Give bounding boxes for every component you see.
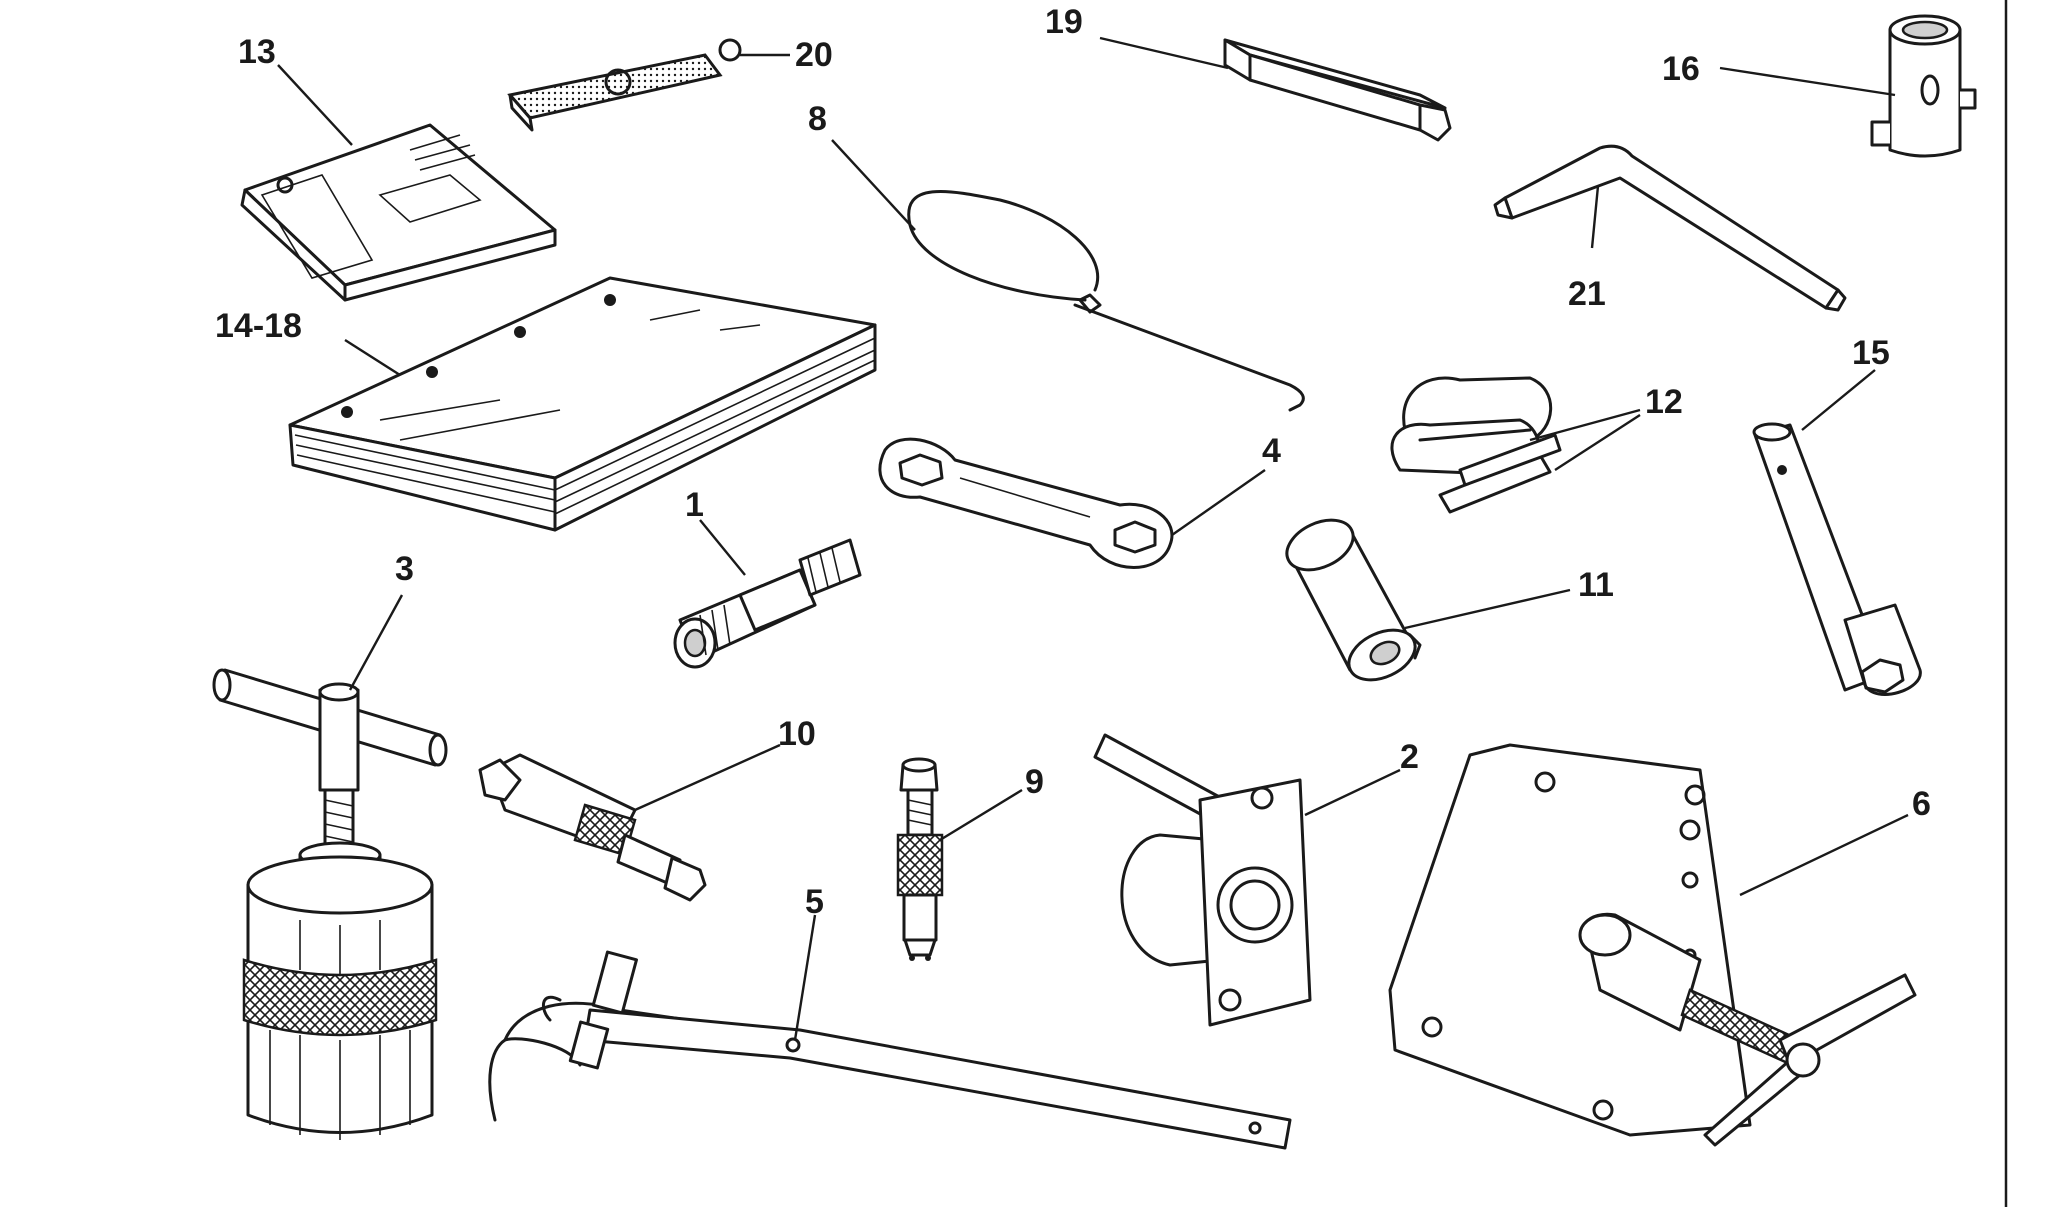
part-9-valve	[896, 757, 944, 961]
part-1-adapter	[673, 538, 862, 669]
part-12-clips	[1390, 376, 1562, 514]
label-12: 12	[1645, 383, 1683, 421]
label-1: 1	[685, 486, 704, 524]
part-6-puller-plate	[1388, 743, 1917, 1147]
label-15: 15	[1852, 334, 1890, 372]
part-19-square-bar	[1223, 38, 1452, 142]
label-13: 13	[238, 33, 276, 71]
part-15-box-spanner	[1752, 422, 1922, 696]
part-4-spanner	[878, 437, 1174, 569]
part-labels: 13 20 19 16 8 14-18 21 15 12 4 1 11 3 10…	[215, 3, 1931, 921]
part-16-tubular-nut	[1870, 14, 1977, 158]
label-20: 20	[795, 36, 833, 74]
label-3: 3	[395, 550, 414, 588]
label-11: 11	[1578, 566, 1614, 604]
label-10: 10	[778, 715, 816, 753]
label-4: 4	[1262, 432, 1281, 470]
label-19: 19	[1045, 3, 1083, 41]
part-8-wire-hook	[907, 190, 1305, 412]
label-9: 9	[1025, 763, 1044, 801]
part-14-18-manual-book	[288, 276, 877, 532]
label-14-18: 14-18	[215, 307, 302, 345]
leader-lines	[277, 36, 1909, 1041]
part-2-holder	[1093, 733, 1312, 1027]
label-6: 6	[1912, 785, 1931, 823]
label-16: 16	[1662, 50, 1700, 88]
label-2: 2	[1400, 738, 1419, 776]
label-21: 21	[1568, 275, 1606, 313]
label-8: 8	[808, 100, 827, 138]
part-5-pin-wrench	[488, 950, 1292, 1150]
part-20-key-strap	[507, 38, 742, 132]
part-10-tensioner	[478, 753, 707, 902]
part-3-puller	[212, 668, 448, 1140]
part-11-sleeve	[1285, 518, 1422, 682]
part-13-owners-manual	[240, 123, 557, 302]
part-21-hex-key	[1493, 144, 1847, 312]
label-5: 5	[805, 883, 824, 921]
